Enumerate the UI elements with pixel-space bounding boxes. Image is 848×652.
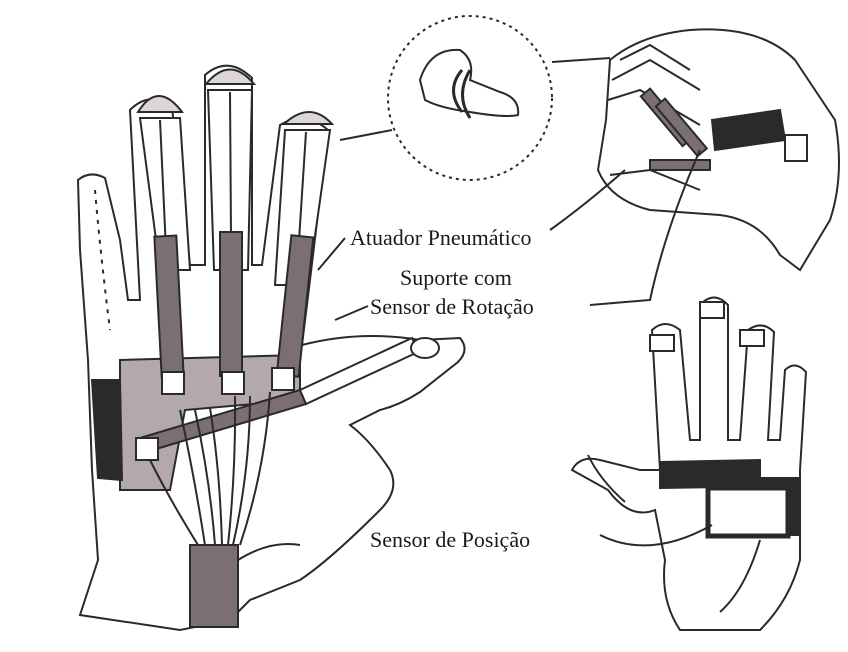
side-actuator-2 [656, 99, 707, 157]
label-rotation-support-line1: Suporte com [400, 265, 512, 290]
thumb-rod [300, 338, 418, 404]
main-glove-pinky [95, 190, 110, 330]
label-rotation-support-line2: Sensor de Rotação [370, 294, 534, 319]
zoom-detail [340, 16, 610, 180]
pneumatic-actuator-middle [220, 232, 242, 376]
back-view-glove [572, 298, 806, 631]
middle-fingertip-cap [206, 70, 254, 85]
label-pneumatic-actuator: Atuador Pneumático [350, 225, 531, 250]
index-fingertip-cap [138, 96, 182, 112]
tube-connector [190, 545, 238, 627]
ring-fingertip-cap [284, 112, 332, 124]
position-sensor-box [708, 488, 788, 536]
side-actuator-3 [650, 160, 710, 170]
side-view-glove [550, 29, 839, 305]
side-strap [712, 110, 785, 150]
label-position-sensor: Sensor de Posição [370, 527, 530, 552]
wrist-strap-left [92, 380, 122, 480]
